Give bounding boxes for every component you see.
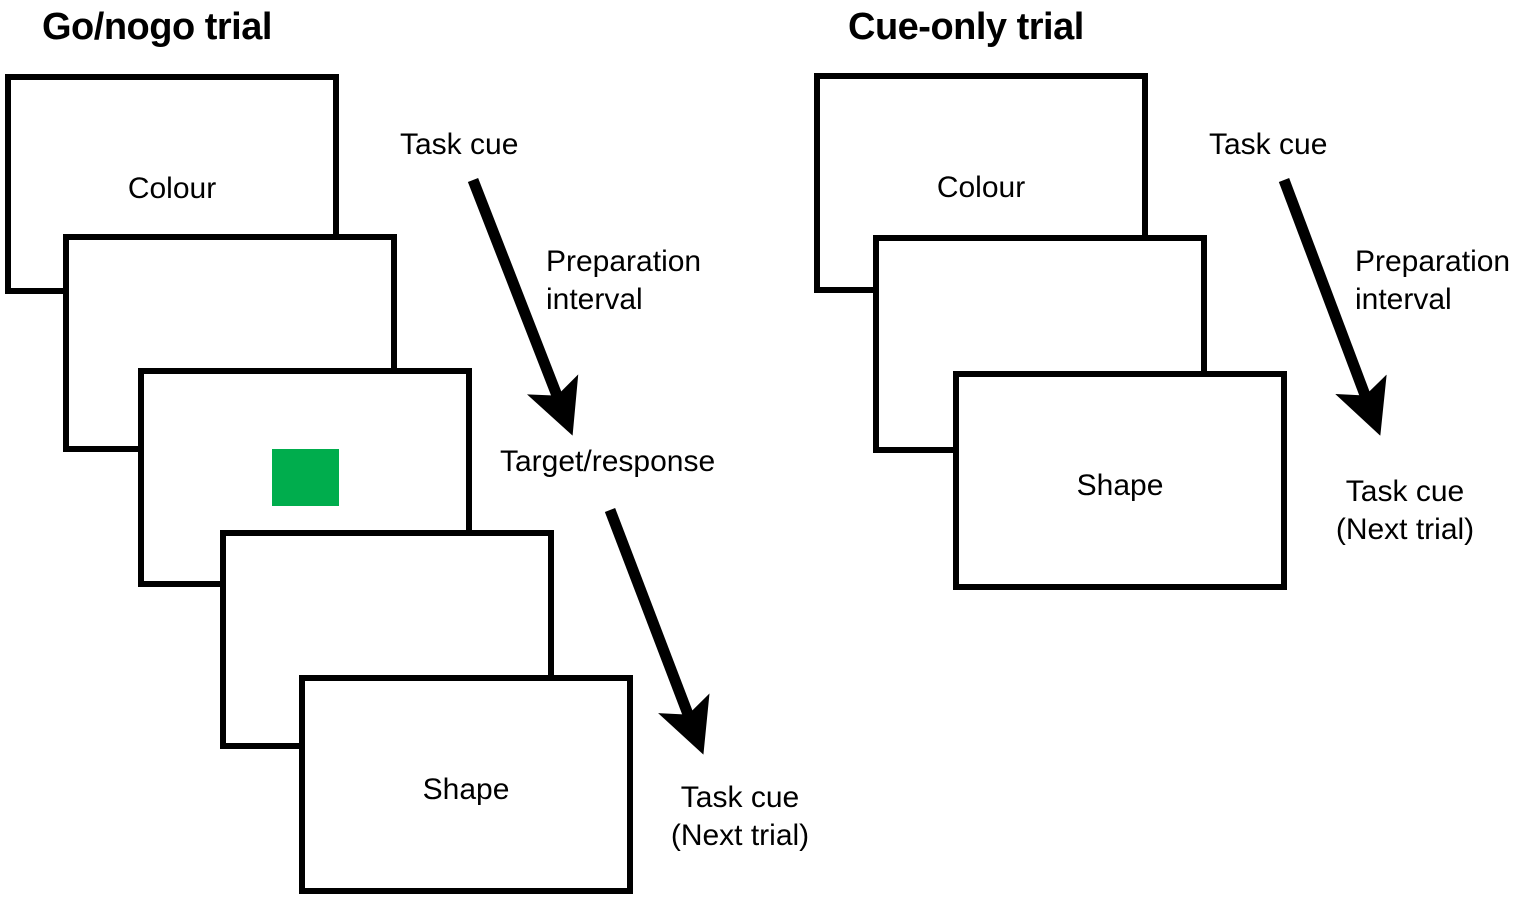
go-nogo-preparation-interval-label: Preparation interval [546,245,702,316]
go-nogo-screen-1-label: Colour [127,172,217,205]
cue-only-task-cue-label: Task cue [1209,128,1328,161]
cue-only-trial-title: Cue-only trial [848,6,1084,48]
go-nogo-target-response-label: Target/response [500,445,716,478]
go-nogo-task-cue-next-trial-label: Task cue (Next trial) [670,781,810,852]
green-square-stimulus [272,449,339,506]
go-nogo-task-cue-label: Task cue [400,128,519,161]
cue-only-preparation-interval-label: Preparation interval [1355,245,1511,316]
cue-only-screen-3: Shape [953,371,1287,590]
go-nogo-screen-5: Shape [299,675,633,894]
cue-only-task-cue-next-trial-label: Task cue (Next trial) [1335,475,1475,546]
go-nogo-screen-5-label: Shape [422,773,510,806]
go-nogo-trial-title: Go/nogo trial [42,6,272,48]
cue-only-screen-1-label: Colour [936,171,1026,204]
cue-only-screen-3-label: Shape [1076,469,1164,502]
